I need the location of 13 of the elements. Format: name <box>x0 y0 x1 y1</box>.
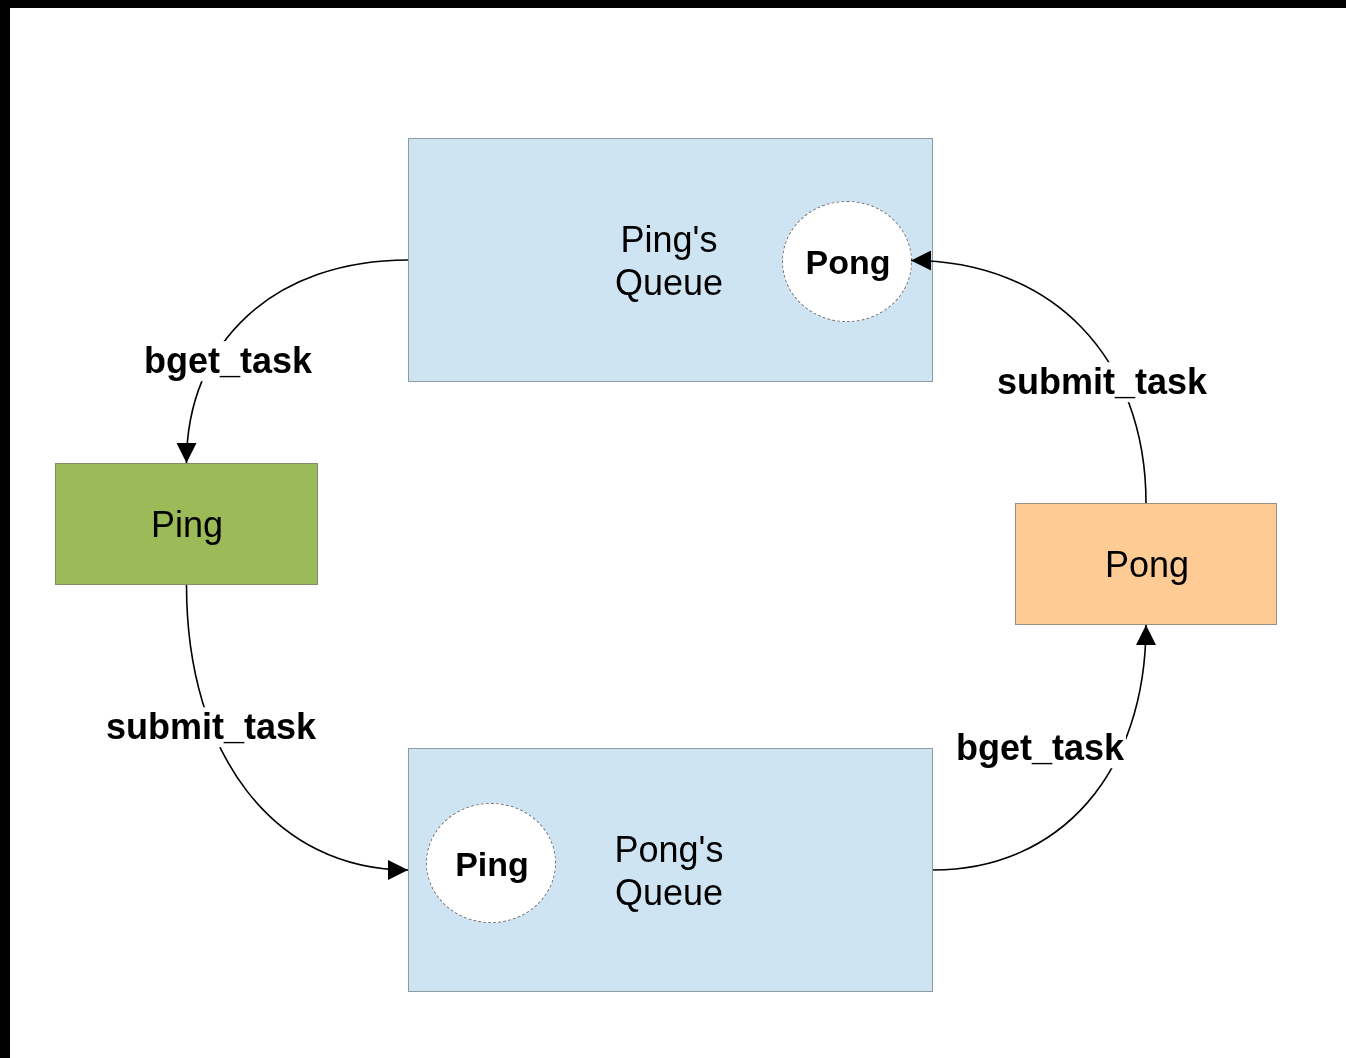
process-box <box>55 463 318 585</box>
node-label: Ping <box>454 843 530 885</box>
process-box <box>1015 503 1277 625</box>
node-label: Ping's Queue <box>613 217 725 305</box>
node-label: Pong <box>1103 543 1191 587</box>
process-box <box>408 138 933 382</box>
node-label: Pong's Queue <box>613 827 725 915</box>
node-label: Pong <box>804 241 892 283</box>
arrow <box>910 251 1147 504</box>
node-label: Ping <box>149 503 225 547</box>
arrow <box>932 624 1155 871</box>
process-box <box>408 748 933 992</box>
arrow <box>185 584 409 879</box>
